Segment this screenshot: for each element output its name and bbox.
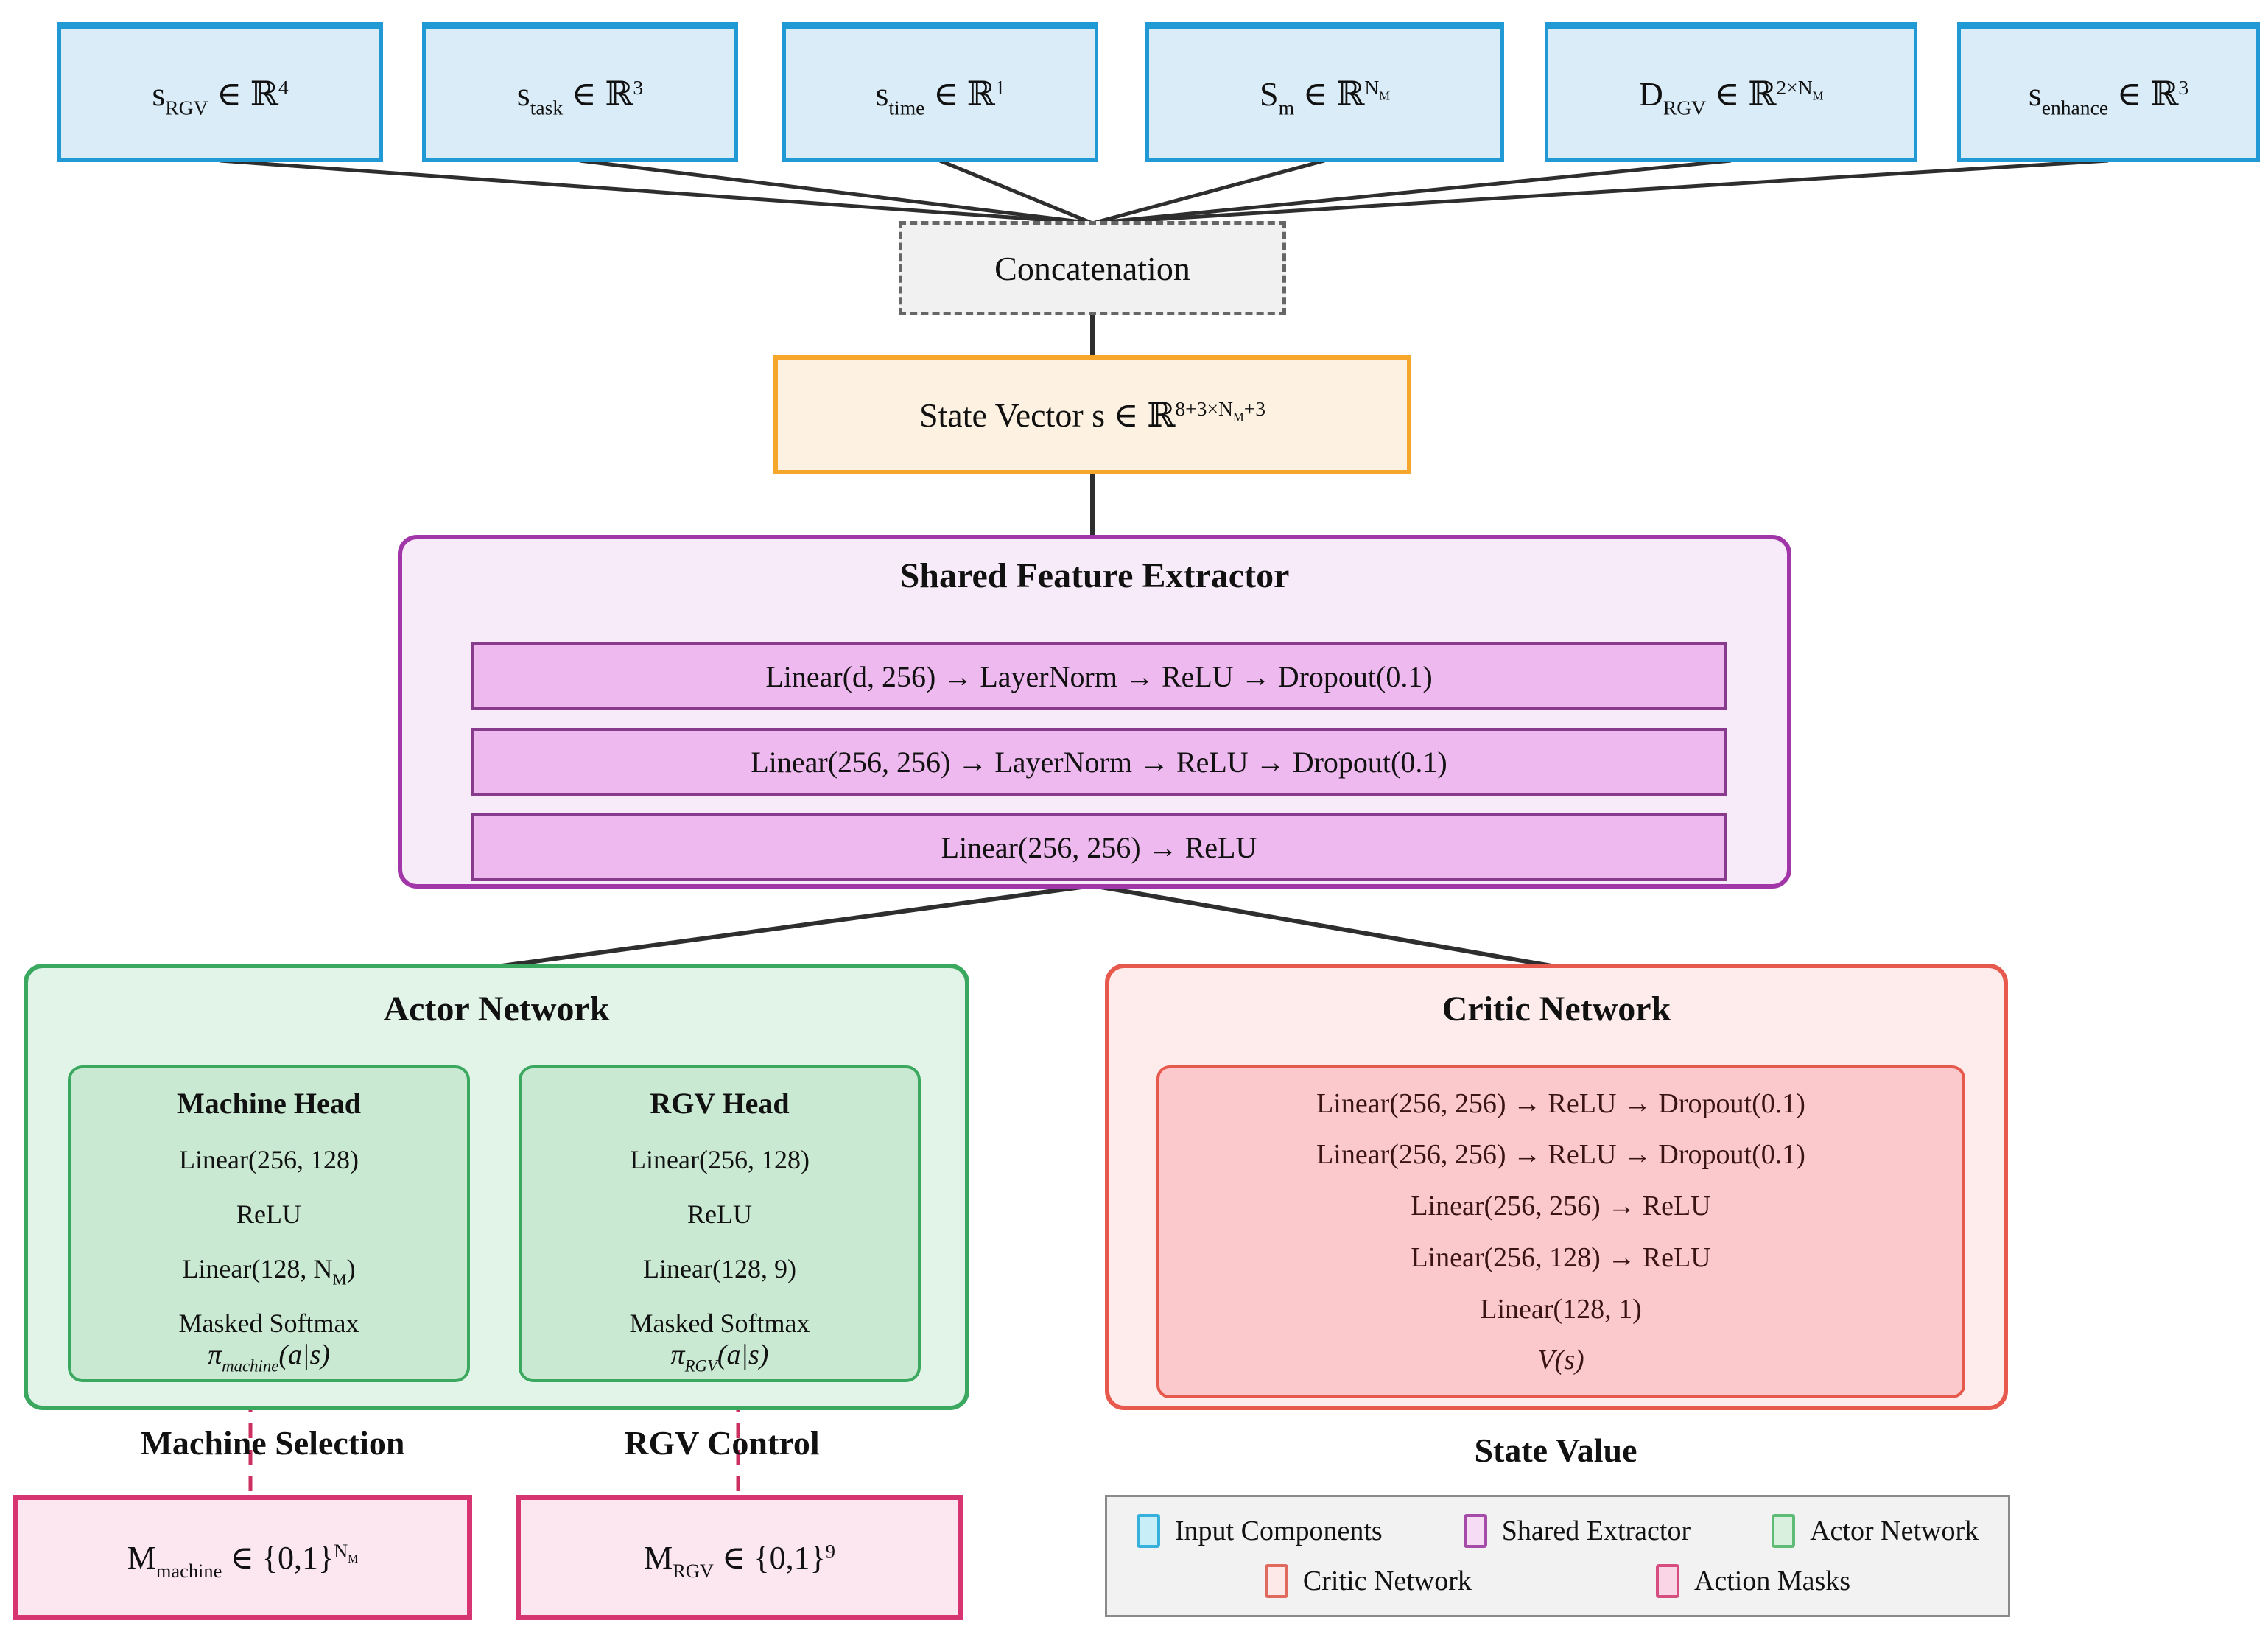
input-formula: stask ∈ ℝ3 bbox=[516, 75, 644, 119]
input-formula: DRGV ∈ ℝ2×NM bbox=[1638, 75, 1824, 119]
concatenation-box: Concatenation bbox=[899, 221, 1286, 315]
rgv-head-layer: Masked Softmax bbox=[629, 1308, 810, 1338]
legend-item-input-components: Input Components bbox=[1136, 1513, 1383, 1548]
state-value-label: State Value bbox=[1474, 1431, 1637, 1469]
critic-layer: Linear(256, 256) → ReLU → Dropout(0.1) bbox=[1316, 1139, 1805, 1171]
rgv-head-layer: Linear(128, 9) bbox=[643, 1254, 796, 1283]
input-formula: senhance ∈ ℝ3 bbox=[2028, 75, 2189, 119]
shared-extractor-swatch-icon bbox=[1463, 1513, 1487, 1548]
shared-feature-extractor-title: Shared Feature Extractor bbox=[899, 556, 1290, 595]
rgv-head-title: RGV Head bbox=[650, 1087, 790, 1120]
legend-label: Input Components bbox=[1174, 1515, 1383, 1546]
machine-head-box: Machine Head Linear(256, 128) ReLU Linea… bbox=[68, 1065, 470, 1382]
extractor-layer-text: Linear(256, 256) → LayerNorm → ReLU → Dr… bbox=[751, 745, 1447, 779]
machine-mask-box: Mmachine ∈ {0,1}NM bbox=[13, 1495, 472, 1620]
legend-item-actor-network: Actor Network bbox=[1772, 1513, 1979, 1548]
critic-network-box: Critic Network Linear(256, 256) → ReLU →… bbox=[1105, 964, 2008, 1410]
legend-row: Input Components Shared Extractor Actor … bbox=[1136, 1513, 1979, 1548]
extractor-layer-row: Linear(d, 256) → LayerNorm → ReLU → Drop… bbox=[471, 642, 1727, 710]
machine-head-layer: Linear(128, NM) bbox=[182, 1254, 356, 1289]
concatenation-label: Concatenation bbox=[994, 249, 1190, 287]
machine-selection-label: Machine Selection bbox=[140, 1424, 405, 1462]
input-formula: sRGV ∈ ℝ4 bbox=[152, 75, 289, 119]
legend-item-critic-network: Critic Network bbox=[1264, 1564, 1472, 1599]
input-box-d-rgv: DRGV ∈ ℝ2×NM bbox=[1545, 22, 1917, 162]
machine-mask-formula: Mmachine ∈ {0,1}NM bbox=[127, 1539, 359, 1582]
rgv-mask-formula: MRGV ∈ {0,1}9 bbox=[644, 1539, 835, 1582]
rgv-head-box: RGV Head Linear(256, 128) ReLU Linear(12… bbox=[519, 1065, 921, 1382]
input-box-s-rgv: sRGV ∈ ℝ4 bbox=[57, 22, 383, 162]
machine-head-layer: Masked Softmax bbox=[178, 1308, 359, 1338]
critic-layer: Linear(256, 256) → ReLU bbox=[1411, 1191, 1711, 1222]
connector-input-3 bbox=[939, 158, 1093, 225]
actor-network-box: Actor Network Machine Head Linear(256, 1… bbox=[24, 964, 969, 1410]
connector-input-4 bbox=[1092, 158, 1325, 225]
legend: Input Components Shared Extractor Actor … bbox=[1105, 1495, 2010, 1617]
critic-layers-box: Linear(256, 256) → ReLU → Dropout(0.1) L… bbox=[1156, 1065, 1965, 1398]
input-box-s-time: stime ∈ ℝ1 bbox=[782, 22, 1098, 162]
rgv-control-label: RGV Control bbox=[624, 1424, 820, 1462]
legend-label: Action Masks bbox=[1693, 1566, 1851, 1597]
legend-label: Shared Extractor bbox=[1501, 1515, 1691, 1546]
input-components-swatch-icon bbox=[1136, 1513, 1160, 1548]
extractor-layer-row: Linear(256, 256) → ReLU bbox=[471, 813, 1727, 881]
legend-item-action-masks: Action Masks bbox=[1655, 1564, 1851, 1599]
action-masks-swatch-icon bbox=[1655, 1564, 1679, 1599]
legend-item-shared-extractor: Shared Extractor bbox=[1463, 1513, 1691, 1548]
extractor-layer-text: Linear(256, 256) → ReLU bbox=[941, 830, 1257, 864]
actor-network-swatch-icon bbox=[1772, 1513, 1796, 1548]
critic-layer: Linear(128, 1) bbox=[1480, 1293, 1642, 1325]
connector-input-5 bbox=[1092, 158, 1732, 225]
machine-policy-formula: πmachine(a|s) bbox=[208, 1339, 330, 1376]
rgv-head-layer: ReLU bbox=[687, 1199, 752, 1229]
connector-input-1 bbox=[220, 158, 1093, 225]
state-vector-box: State Vector s ∈ ℝ8+3×NM+3 bbox=[773, 355, 1411, 474]
machine-head-title: Machine Head bbox=[177, 1087, 361, 1120]
critic-layer: Linear(256, 256) → ReLU → Dropout(0.1) bbox=[1316, 1087, 1805, 1119]
connector-extractor-actor bbox=[496, 883, 1093, 969]
actor-network-title: Actor Network bbox=[383, 989, 610, 1028]
extractor-layer-text: Linear(d, 256) → LayerNorm → ReLU → Drop… bbox=[765, 659, 1433, 693]
rgv-mask-box: MRGV ∈ {0,1}9 bbox=[516, 1495, 963, 1620]
legend-label: Critic Network bbox=[1302, 1566, 1472, 1597]
connector-input-6 bbox=[1092, 158, 2109, 225]
machine-head-layer: ReLU bbox=[236, 1199, 301, 1229]
legend-label: Actor Network bbox=[1810, 1515, 1979, 1546]
connector-input-2 bbox=[579, 158, 1093, 225]
input-box-s-task: stask ∈ ℝ3 bbox=[422, 22, 738, 162]
critic-network-swatch-icon bbox=[1264, 1564, 1288, 1599]
rgv-head-layer: Linear(256, 128) bbox=[630, 1145, 810, 1174]
state-vector-formula: State Vector s ∈ ℝ8+3×NM+3 bbox=[919, 396, 1266, 434]
connector-extractor-critic bbox=[1092, 883, 1556, 969]
machine-head-layer: Linear(256, 128) bbox=[179, 1145, 359, 1174]
input-formula: Sm ∈ ℝNM bbox=[1260, 75, 1390, 119]
input-box-s-m: Sm ∈ ℝNM bbox=[1145, 22, 1504, 162]
critic-layer: Linear(256, 128) → ReLU bbox=[1411, 1241, 1711, 1273]
extractor-layer-row: Linear(256, 256) → LayerNorm → ReLU → Dr… bbox=[471, 728, 1727, 796]
input-formula: stime ∈ ℝ1 bbox=[875, 75, 1005, 119]
rgv-policy-formula: πRGV(a|s) bbox=[670, 1339, 769, 1376]
critic-network-title: Critic Network bbox=[1442, 989, 1671, 1028]
critic-value-formula: V(s) bbox=[1537, 1345, 1584, 1376]
shared-feature-extractor-box: Shared Feature Extractor Linear(d, 256) … bbox=[398, 535, 1791, 889]
legend-row: Critic Network Action Masks bbox=[1264, 1564, 1851, 1599]
input-box-s-enhance: senhance ∈ ℝ3 bbox=[1957, 22, 2260, 162]
